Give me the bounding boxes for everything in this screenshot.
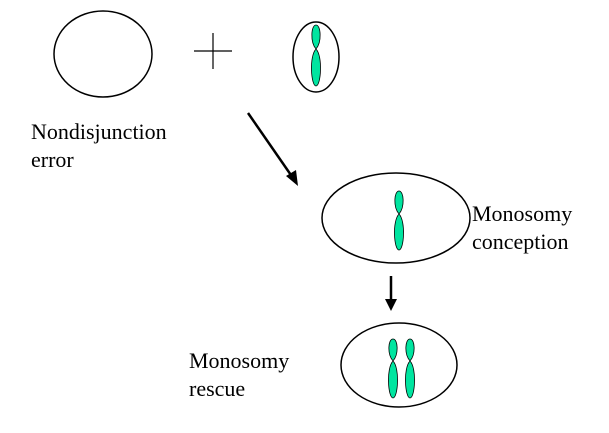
empty-gamete-cell — [53, 10, 153, 98]
arrow-to-rescue — [385, 276, 397, 311]
conception-label-line1: Monosomy — [472, 201, 573, 226]
rescue-label-line2: rescue — [189, 376, 246, 401]
rescue-chromosome-left — [388, 338, 398, 399]
conception-chromosome — [394, 190, 404, 251]
nondisjunction-label-line1: Nondisjunction — [31, 119, 167, 144]
rescue-label-line1: Monosomy — [189, 348, 290, 373]
monosomy-conception-label: Monosomy conception — [472, 200, 572, 256]
plus-sign — [194, 33, 232, 69]
nondisjunction-error-label: Nondisjunction error — [31, 118, 167, 174]
conception-label-line2: conception — [472, 229, 569, 254]
gamete-chromosome — [311, 24, 321, 87]
rescue-chromosome-right — [405, 338, 415, 399]
normal-gamete-cell — [292, 21, 340, 93]
monosomy-conception-cell — [321, 172, 471, 264]
nondisjunction-label-line2: error — [31, 147, 74, 172]
monosomy-rescue-label: Monosomy rescue — [189, 347, 289, 403]
arrow-to-conception — [246, 112, 298, 186]
monosomy-rescue-cell — [340, 322, 458, 408]
